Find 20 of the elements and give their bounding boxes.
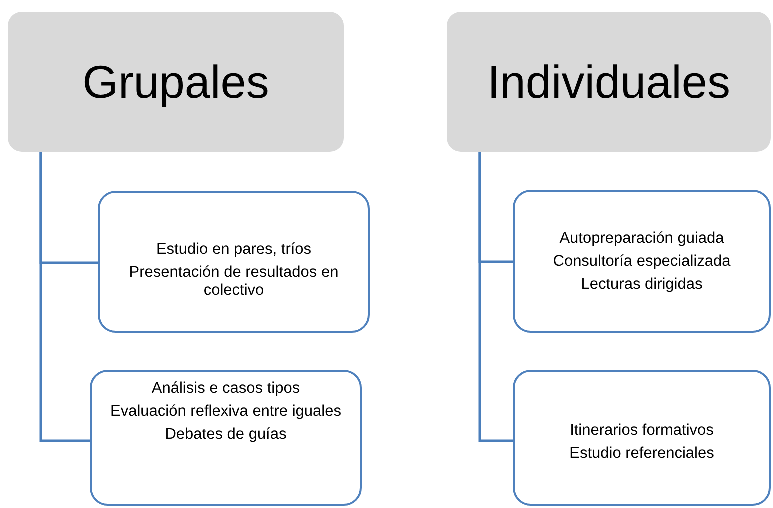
category-title: Individuales	[488, 55, 730, 109]
activity-box	[90, 370, 362, 506]
connector-line	[478, 152, 513, 442]
activity-text: Itinerarios formativos	[570, 422, 714, 439]
category-header-box	[8, 12, 344, 152]
activity-box	[513, 190, 771, 333]
activity-text: Autopreparación guiada	[560, 230, 724, 247]
activity-text: Estudio referenciales	[570, 445, 714, 462]
activity-text: Lecturas dirigidas	[581, 276, 703, 294]
activity-box	[513, 370, 771, 506]
category-header-box	[447, 12, 771, 152]
activity-text: Debates de guías	[165, 426, 287, 444]
activity-box	[98, 191, 370, 333]
activity-text: Análisis e casos tipos	[152, 380, 300, 398]
activity-text: Presentación de resultados en colectivo	[128, 264, 340, 299]
activity-text: Consultoría especializada	[553, 252, 731, 270]
activity-text: Estudio en pares, tríos	[156, 241, 312, 258]
category-title: Grupales	[82, 55, 270, 109]
connector-line	[40, 152, 90, 442]
activity-text: Evaluación reflexiva entre iguales	[110, 403, 342, 420]
